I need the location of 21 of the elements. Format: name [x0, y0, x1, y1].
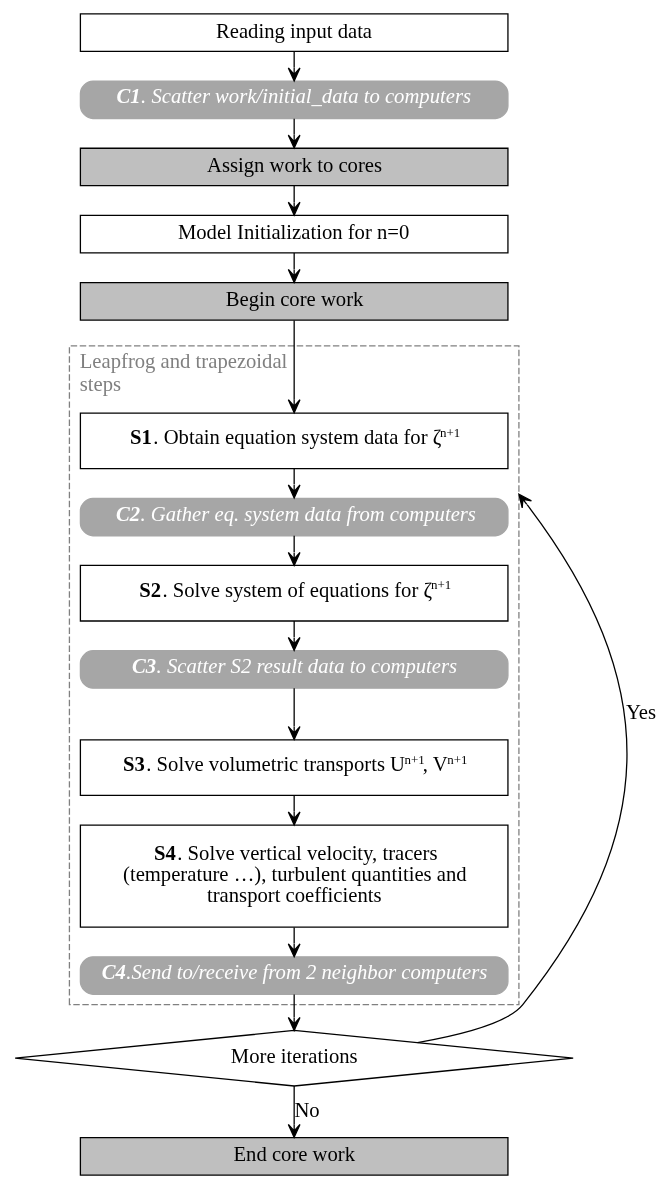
node-box: Model Initialization for n=0	[79, 214, 509, 254]
node-box: S2. Solve system of equations for ζ$^{n+1}$	[79, 564, 509, 622]
node-diamond: More iterations	[14, 1029, 574, 1087]
node-box: C3. Scatter S2 result data to computers	[79, 650, 509, 689]
node-box: S3. Solve volumetric transports U$^{n+1}$, V$^{n+1}$	[79, 739, 509, 796]
node-box: C2. Gather eq. system data from computers	[79, 497, 509, 537]
node-box: Begin core work	[79, 281, 509, 321]
node-box: S1. Obtain equation system data for ζ$^{n+1}$	[79, 412, 509, 470]
node-box: C1. Scatter work/initial_data to computers	[79, 80, 509, 120]
arrow	[287, 993, 301, 1031]
edge-label: Yes	[625, 700, 656, 723]
arrow	[287, 687, 301, 741]
node-box: C4.Send to/receive from 2 neighbor computers	[79, 956, 509, 995]
node-box: Assign work to cores	[79, 147, 509, 187]
node-box: End core work	[79, 1137, 509, 1176]
arrow	[287, 1085, 301, 1138]
node-box: Reading input data	[79, 13, 509, 52]
arrow	[287, 319, 301, 414]
arrow	[416, 493, 628, 1044]
node-box: S4. Solve vertical velocity, tracers (temperature …), turbulent quantities and transport coefficients	[79, 824, 509, 928]
edge-label: No	[293, 1098, 320, 1121]
